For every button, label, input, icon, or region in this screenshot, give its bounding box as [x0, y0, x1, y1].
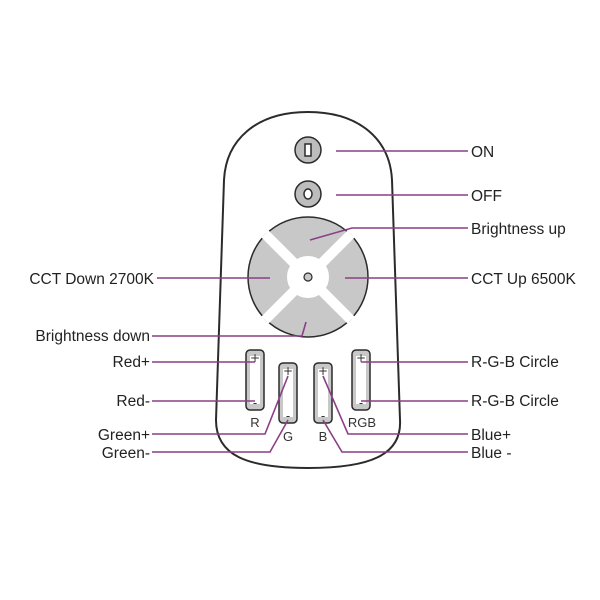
power-on-icon: [304, 143, 312, 157]
blue-plus-sign: +: [318, 364, 328, 378]
power-off-icon: [303, 188, 313, 200]
label-rgb-circle-2: R-G-B Circle: [471, 393, 559, 410]
blue-minus-sign: -: [321, 409, 325, 423]
label-red-plus: Red+: [113, 354, 151, 371]
leader-lines: [152, 150, 468, 453]
leader-blue-minus: [322, 419, 468, 453]
label-cct-down: CCT Down 2700K: [29, 271, 154, 288]
red-plus-sign: +: [250, 351, 260, 365]
label-green-minus: Green-: [102, 445, 150, 462]
on-button[interactable]: [294, 136, 322, 164]
rgb-minus-sign: -: [359, 396, 363, 410]
label-blue-minus: Blue -: [471, 445, 512, 462]
slider-r-label: R: [250, 415, 259, 430]
label-on: ON: [471, 144, 494, 161]
label-off: OFF: [471, 188, 502, 205]
slider-rgb[interactable]: [351, 349, 371, 411]
slider-green[interactable]: [278, 362, 298, 424]
red-minus-sign: -: [253, 396, 257, 410]
green-minus-sign: -: [286, 409, 290, 423]
slider-g-label: G: [283, 429, 293, 444]
leader-green-plus: [152, 375, 289, 435]
slider-rgb-label: RGB: [348, 415, 376, 430]
leader-green-minus: [152, 419, 289, 453]
label-brightness-up: Brightness up: [471, 221, 566, 238]
leader-brightness-up: [309, 227, 468, 241]
direction-pad: [247, 216, 369, 338]
leader-blue-plus: [322, 375, 468, 435]
label-red-minus: Red-: [116, 393, 150, 410]
slider-blue[interactable]: [313, 362, 333, 424]
slider-red[interactable]: [245, 349, 265, 411]
label-brightness-down: Brightness down: [35, 328, 150, 345]
label-green-plus: Green+: [98, 427, 150, 444]
label-blue-plus: Blue+: [471, 427, 511, 444]
green-plus-sign: +: [283, 364, 293, 378]
label-rgb-circle-1: R-G-B Circle: [471, 354, 559, 371]
label-cct-up: CCT Up 6500K: [471, 271, 576, 288]
leader-brightness-down: [152, 321, 307, 337]
off-button[interactable]: [294, 180, 322, 208]
rgb-plus-sign: +: [356, 351, 366, 365]
slider-b-label: B: [319, 429, 328, 444]
